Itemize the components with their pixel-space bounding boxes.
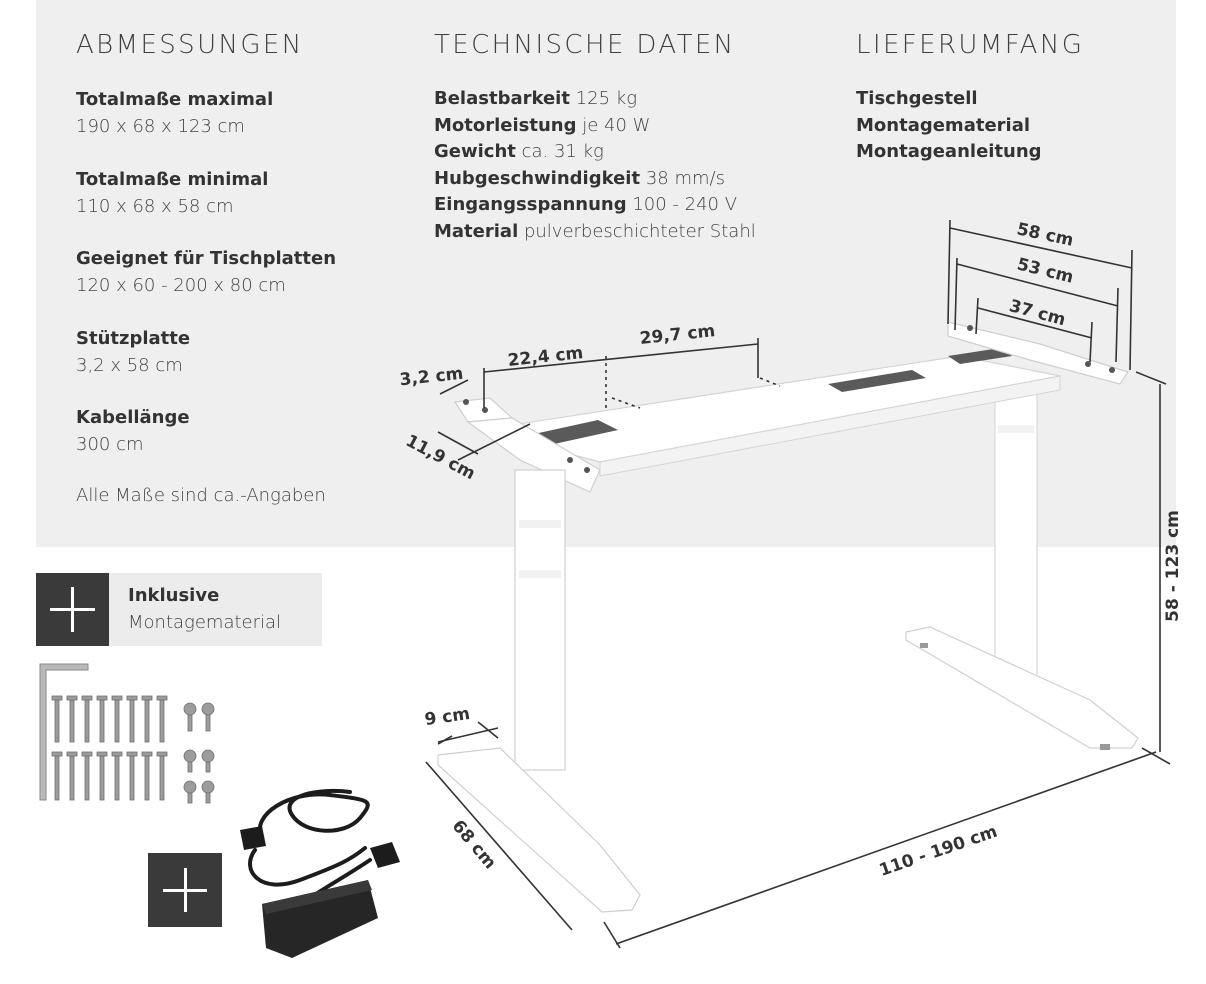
dim-label-height: 58 - 123 cm bbox=[1163, 510, 1183, 622]
dim-label-53: 53 cm bbox=[1015, 255, 1076, 288]
heading-scope: LIEFERUMFANG bbox=[856, 30, 1085, 60]
tech-item: Material pulverbeschichteter Stahl bbox=[434, 220, 756, 242]
dim-label-foot: 9 cm bbox=[423, 704, 471, 730]
scope-list: Tischgestell Montagematerial Montageanle… bbox=[856, 86, 1042, 166]
spec-value: 3,2 x 58 cm bbox=[76, 355, 183, 376]
spec-value: 110 x 68 x 58 cm bbox=[76, 196, 234, 217]
heading-technical: TECHNISCHE DATEN bbox=[434, 30, 736, 60]
desk-frame-icon bbox=[437, 321, 1139, 913]
spec-label: Geeignet für Tischplatten bbox=[76, 248, 337, 269]
spec-total-max: Totalmaße maximal 190 x 68 x 123 cm bbox=[76, 86, 273, 140]
power-supply-icon bbox=[240, 788, 400, 958]
spec-tabletop: Geeignet für Tischplatten 120 x 60 - 200… bbox=[76, 245, 336, 299]
scope-item: Montageanleitung bbox=[856, 141, 1042, 163]
spec-value: 120 x 60 - 200 x 80 cm bbox=[76, 275, 286, 296]
dim-label-37: 37 cm bbox=[1007, 296, 1068, 330]
dim-label-58: 58 cm bbox=[1015, 219, 1075, 250]
mounting-material-icon bbox=[39, 663, 215, 804]
spec-cable-length: Kabellänge 300 cm bbox=[76, 404, 190, 458]
scope-item: Montagematerial bbox=[856, 114, 1031, 136]
tech-item: Motorleistung je 40 W bbox=[434, 114, 651, 136]
plus-icon bbox=[148, 853, 222, 927]
spec-support-plate: Stützplatte 3,2 x 58 cm bbox=[76, 325, 190, 379]
badge-title: Inklusive bbox=[128, 585, 220, 606]
technical-list: Belastbarkeit 125 kg Motorleistung je 40… bbox=[434, 86, 756, 246]
plus-icon bbox=[36, 573, 109, 646]
badge-subtitle: Montagematerial bbox=[128, 612, 282, 633]
scope-item: Tischgestell bbox=[856, 88, 978, 109]
tech-item: Belastbarkeit 125 kg bbox=[434, 88, 637, 109]
dim-label-width: 110 - 190 cm bbox=[877, 822, 1000, 881]
spec-label: Totalmaße minimal bbox=[76, 169, 269, 190]
dimension-lines bbox=[425, 219, 1171, 949]
dim-label-11-9: 11,9 cm bbox=[402, 431, 478, 484]
spec-label: Totalmaße maximal bbox=[76, 89, 274, 110]
tech-item: Eingangsspannung 100 - 240 V bbox=[434, 194, 738, 216]
approx-note: Alle Maße sind ca.-Angaben bbox=[76, 485, 326, 506]
heading-dimensions: ABMESSUNGEN bbox=[76, 30, 304, 60]
spec-label: Stützplatte bbox=[76, 328, 191, 349]
dim-label-depth: 68 cm bbox=[448, 816, 500, 873]
tech-item: Hubgeschwindigkeit 38 mm/s bbox=[434, 167, 725, 189]
included-badge: Inklusive Montagematerial bbox=[36, 573, 322, 646]
spec-label: Kabellänge bbox=[76, 407, 190, 428]
tech-item: Gewicht ca. 31 kg bbox=[434, 141, 604, 163]
spec-value: 190 x 68 x 123 cm bbox=[76, 116, 245, 137]
spec-value: 300 cm bbox=[76, 434, 144, 455]
dim-label-29-7: 29,7 cm bbox=[639, 321, 716, 349]
spec-total-min: Totalmaße minimal 110 x 68 x 58 cm bbox=[76, 166, 268, 220]
dim-label-22-4: 22,4 cm bbox=[507, 343, 584, 371]
